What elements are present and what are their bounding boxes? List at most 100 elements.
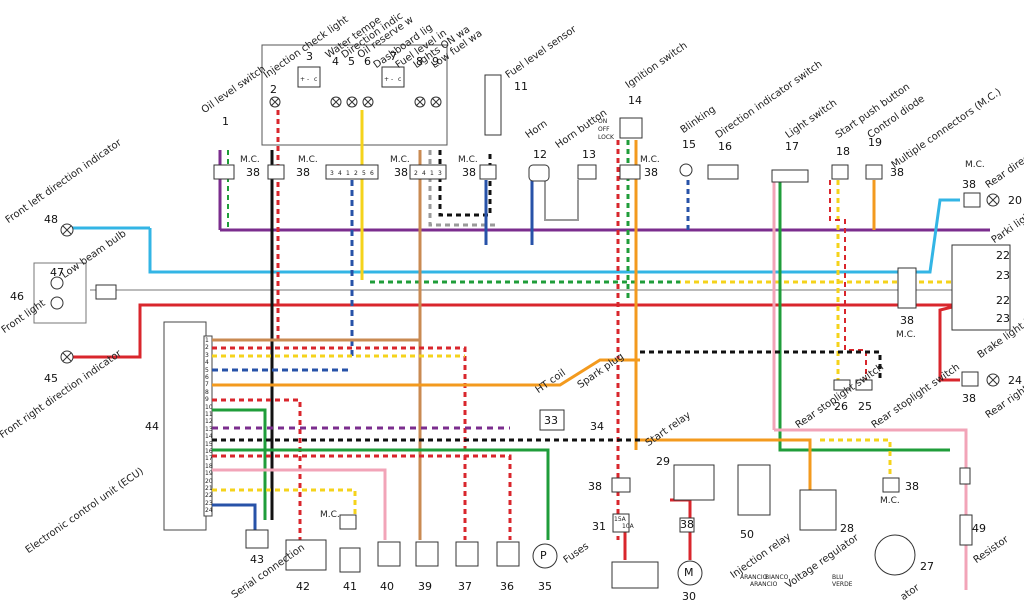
num-47: 47 [50, 266, 64, 279]
num-5: 5 [348, 55, 355, 68]
wire-ecu-yellow-long [212, 488, 357, 515]
num-24: 24 [1008, 374, 1022, 387]
mc-label-8: M.C. [880, 496, 900, 506]
mc-label-3: M.C. [390, 155, 410, 165]
num-39: 39 [418, 580, 432, 593]
num-9: 9 [432, 55, 439, 68]
num-37: 37 [458, 580, 472, 593]
ecu-pin-23: 23 [205, 499, 213, 507]
wire-red-start [829, 180, 867, 380]
num-12: 12 [533, 148, 547, 161]
ecu-pin-9: 9 [205, 396, 209, 404]
pin-plus-3: + [300, 76, 306, 83]
ecu-pin-5: 5 [205, 366, 209, 374]
wire-grey-horn [544, 180, 579, 221]
num-23a: 23 [996, 269, 1010, 282]
pin-a-6: 6 [370, 170, 374, 177]
ecu-pin-14: 14 [205, 433, 213, 441]
instrument-panel-box [261, 44, 448, 146]
ecu-pin-4: 4 [205, 359, 209, 367]
num-42: 42 [296, 580, 310, 593]
num-2: 2 [270, 83, 277, 96]
conn-38-rear: 38 [962, 178, 976, 191]
ecu-pin-24: 24 [205, 507, 213, 515]
num-27: 27 [920, 560, 934, 573]
conn-38-center: 38 [900, 314, 914, 327]
num-44: 44 [145, 420, 159, 433]
ecu-pin-8: 8 [205, 388, 209, 396]
num-4: 4 [332, 55, 339, 68]
wire-ecu-red-black [212, 398, 302, 540]
pin-b-4: 3 [438, 170, 442, 177]
ign-off: OFF [598, 126, 610, 133]
pin-a-5: 5 [362, 170, 366, 177]
ecu-pin-10: 10 [205, 403, 213, 411]
num-26: 26 [834, 400, 848, 413]
color-arancio2: ARANCIO [750, 581, 778, 588]
wire-orange-regulator [640, 438, 812, 490]
color-verde: VERDE [832, 581, 853, 588]
bottom-components [245, 74, 973, 589]
ecu-pin-strip [203, 335, 213, 517]
conn-38-gen: 38 [905, 480, 919, 493]
ecu-pin-18: 18 [205, 462, 213, 470]
pin-b-1: 2 [414, 170, 418, 177]
num-14: 14 [628, 94, 642, 107]
pump-symbol: P [540, 549, 547, 562]
num-48: 48 [44, 213, 58, 226]
mc-label-5: M.C. [640, 155, 660, 165]
num-35: 35 [538, 580, 552, 593]
conn-38-oil: 38 [246, 166, 260, 179]
num-28: 28 [840, 522, 854, 535]
num-43: 43 [250, 553, 264, 566]
conn-38-check: 38 [296, 166, 310, 179]
num-40: 40 [380, 580, 394, 593]
ecu-pin-1: 1 [205, 337, 209, 344]
num-13: 13 [582, 148, 596, 161]
num-41: 41 [343, 580, 357, 593]
num-30: 30 [682, 590, 696, 603]
ecu-pin-20: 20 [205, 477, 213, 485]
wire-ecu-green [212, 408, 267, 520]
num-8: 8 [416, 55, 423, 68]
num-45: 45 [44, 372, 58, 385]
ecu-pin-2: 2 [205, 344, 209, 352]
num-7: 7 [390, 50, 397, 63]
num-29: 29 [656, 455, 670, 468]
mc-label-7: M.C. [896, 330, 916, 340]
num-23b: 23 [996, 312, 1010, 325]
ecu-pin-11: 11 [205, 411, 213, 418]
wire-ecu-orange [212, 358, 640, 387]
motor-symbol: M [684, 566, 694, 579]
pin-a-3: 1 [346, 170, 350, 177]
ecu-pin-13: 13 [205, 425, 213, 433]
conn-38-fuel: 38 [462, 166, 476, 179]
wire-light-switch [778, 180, 950, 452]
num-16: 16 [718, 140, 732, 153]
ign-lock: LOCK [598, 134, 614, 141]
ign-on: ON [598, 118, 608, 125]
num-31: 31 [592, 520, 606, 533]
pin-plus-7: + [384, 76, 390, 83]
pin-minus-7: - [391, 76, 394, 83]
num-18: 18 [836, 145, 850, 158]
mc-label-4: M.C. [458, 155, 478, 165]
color-bianco: BIANCO [765, 574, 789, 581]
num-22a: 22 [996, 249, 1010, 262]
ecu-body [163, 321, 207, 531]
num-46: 46 [10, 290, 24, 303]
wire-black-yellow-fuel [438, 150, 492, 217]
wire-ecu-red-dash [212, 346, 467, 540]
ecu-pin-19: 19 [205, 470, 213, 478]
num-25: 25 [858, 400, 872, 413]
wire-ecu-blue-serial [212, 503, 257, 530]
ecu-pin-6: 6 [205, 374, 209, 381]
mc-label-6: M.C. [965, 160, 985, 170]
conn-38-ign: 38 [644, 166, 658, 179]
conn-38-mc: 38 [890, 166, 904, 179]
wire-yellow-regulator [820, 438, 892, 480]
conn-38-fuses: 38 [588, 480, 602, 493]
mc-label-9: M.C. [320, 510, 340, 520]
num-50: 50 [740, 528, 754, 541]
